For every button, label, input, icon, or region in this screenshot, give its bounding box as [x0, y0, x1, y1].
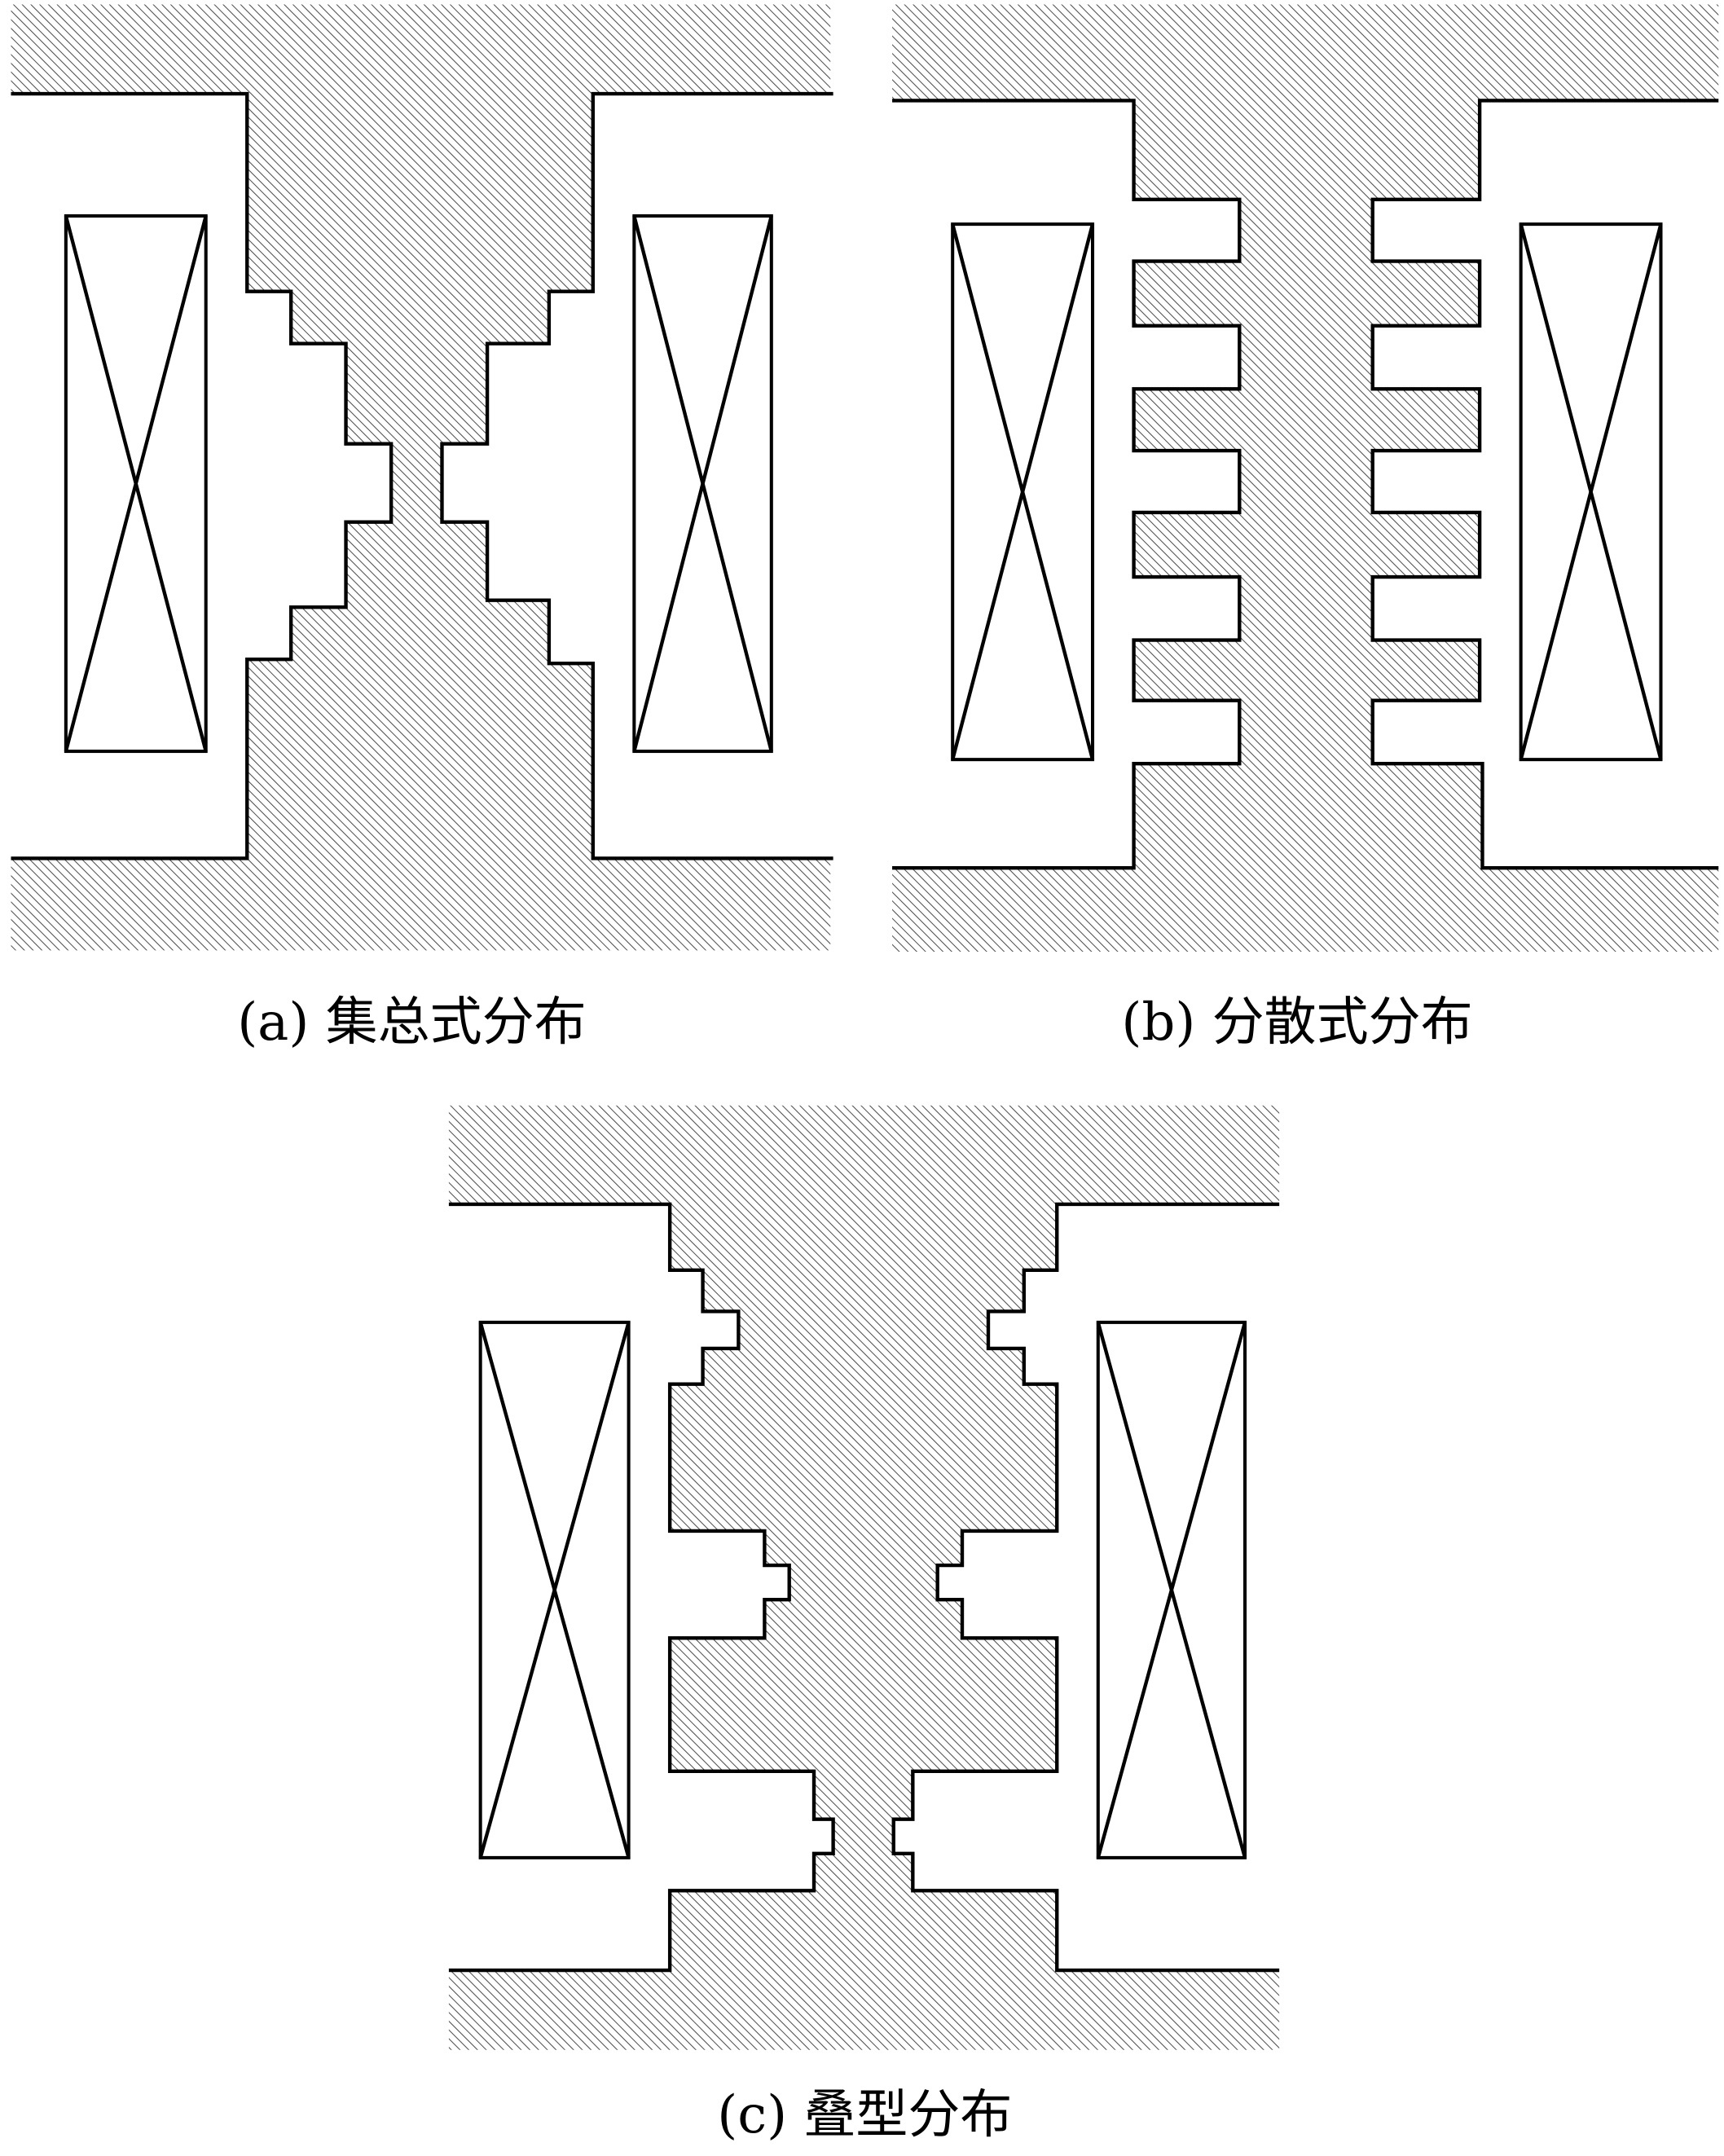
outline-b-left: [892, 99, 1242, 870]
panel-b-distributed: (b) 分散式分布: [892, 4, 1719, 1053]
coil-b-right: [1519, 222, 1663, 762]
panel-a-concentrated: (a) 集总式分布: [11, 4, 833, 1053]
coil-c-left: [478, 1320, 631, 1859]
iron-core-c: [448, 1105, 1280, 2050]
coil-b-left: [951, 222, 1095, 762]
caption-a: (a) 集总式分布: [237, 992, 586, 1053]
caption-b: (b) 分散式分布: [1121, 992, 1472, 1053]
coil-a-right: [632, 213, 773, 754]
coil-c-right: [1096, 1320, 1247, 1859]
outline-b-right: [1370, 99, 1719, 870]
iron-core-b: [892, 4, 1719, 953]
outline-a-top: [11, 91, 394, 860]
panel-c-stacked: (c) 叠型分布: [448, 1105, 1280, 2145]
outline-a-right: [440, 91, 833, 860]
caption-c: (c) 叠型分布: [717, 2085, 1012, 2145]
coil-a-left: [64, 213, 208, 754]
iron-core-a: [11, 4, 831, 951]
outline-c-right: [891, 1202, 1280, 1973]
outline-c-left: [448, 1202, 835, 1973]
